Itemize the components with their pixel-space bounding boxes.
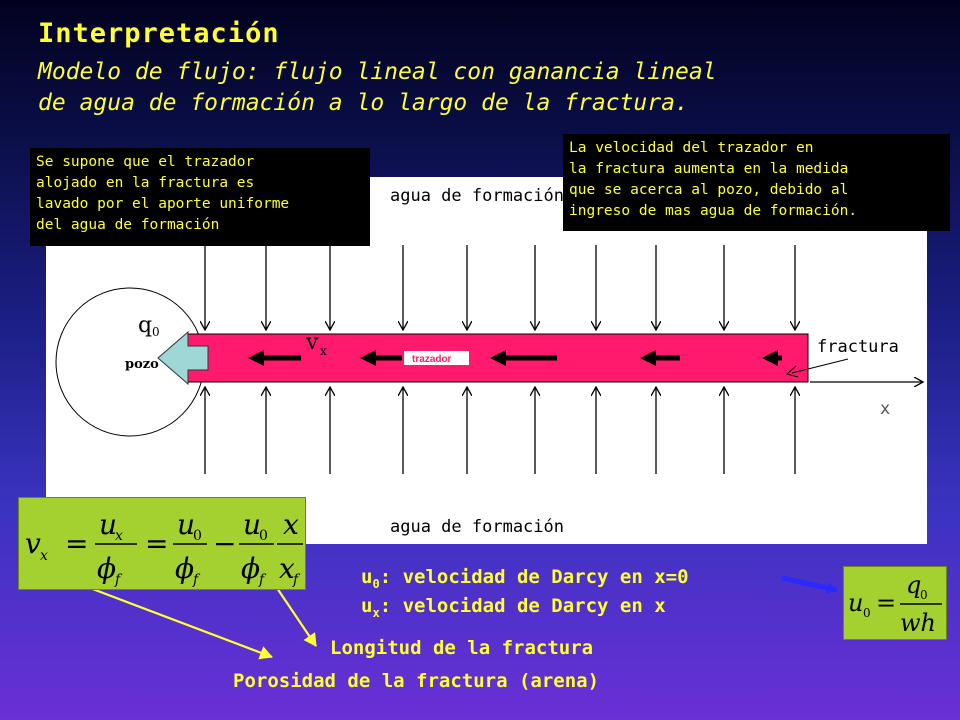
svg-text:f: f [192,572,201,588]
inflow-arrows-top [205,245,795,329]
svg-text:0: 0 [193,528,202,544]
svg-text:ϕ: ϕ [241,552,260,585]
tracer-box [404,351,469,365]
u0-symbol: u [361,566,373,588]
svg-text:u: u [243,508,261,541]
fracture-pointer-line [791,358,849,374]
velocity-arrow-head [360,350,376,366]
u0-subscript: 0 [372,576,380,591]
note-right-line: La velocidad del trazador en [569,140,814,156]
svg-text:−: − [213,527,236,560]
svg-text:ϕ: ϕ [175,552,194,585]
velocity-equation-svg: v x = ux ϕf = u0 ϕf − u0 ϕf x xf [25,508,303,588]
note-left-line: Se supone que el trazador [36,154,255,170]
svg-text:f: f [258,572,267,588]
svg-text:=: = [65,527,88,560]
note-right-line: ingreso de mas agua de formación. [569,203,858,219]
bottom-water-label: agua de formación [390,517,564,537]
well-outflow-arrow [157,330,209,386]
note-left-line: lavado por el aporte uniforme [36,196,290,212]
q0-label: q [138,313,152,338]
top-water-label: agua de formación [390,186,564,206]
svg-text:f: f [114,572,123,588]
velocity-arrow-head [640,350,656,366]
ux-definition-text: : velocidad de Darcy en x [379,595,666,617]
svg-text:x: x [279,552,295,585]
u0-definition: u0: velocidad de Darcy en x=0 [361,566,689,591]
svg-text:u: u [177,508,195,541]
svg-text:ϕ: ϕ [97,552,116,585]
svg-text:v: v [25,527,41,560]
q0-subscript: 0 [152,325,160,339]
vx-label: v [305,330,319,355]
length-pointer [276,587,317,647]
subtitle-line-1: Modelo de flujo: flujo lineal con gananc… [38,59,717,85]
fracture-velocity-arrows [248,350,782,366]
svg-text:x: x [115,528,123,544]
svg-text:q: q [906,571,921,599]
velocity-arrow-head [248,350,264,366]
note-right-line: que se acerca al pozo, debido al [569,182,849,198]
svg-text:=: = [876,589,896,617]
svg-text:wh: wh [900,609,936,637]
fracture-label: fractura [817,337,899,357]
inflow-arrows-bottom [205,388,795,474]
tracer-label: trazador [412,354,452,365]
svg-text:=: = [145,527,168,560]
velocity-arrow-head [490,350,506,366]
svg-text:0: 0 [863,606,871,620]
svg-text:0: 0 [920,588,928,602]
note-tracer-washed: Se supone que el trazador alojado en la … [30,148,370,246]
note-left-line: alojado en la fractura es [36,175,255,191]
x-axis-label: x [880,399,890,419]
fracture-pointer-head [785,365,799,378]
well-label: pozo [125,357,159,372]
svg-text:0: 0 [259,528,268,544]
slide-subtitle: Modelo de flujo: flujo lineal con gananc… [38,57,938,119]
u0-pointer [781,575,838,594]
vx-subscript: x [320,344,327,358]
slide-title: Interpretación [38,18,280,49]
svg-text:u: u [99,508,117,541]
porosity-pointer [89,586,273,660]
svg-text:u: u [848,589,863,617]
ux-definition: ux: velocidad de Darcy en x [361,595,666,620]
note-left-line: del agua de formación [36,217,220,233]
note-right-line: la fractura aumenta en la medida [569,161,849,177]
note-velocity-increase: La velocidad del trazador en la fractura… [563,134,950,231]
subtitle-line-2: de agua de formación a lo largo de la fr… [38,90,689,116]
u0-definition-text: : velocidad de Darcy en x=0 [379,566,689,588]
velocity-arrow-head [762,350,778,366]
svg-text:f: f [292,572,301,588]
fracture-porosity-label: Porosidad de la fractura (arena) [233,670,600,692]
ux-subscript: x [372,605,380,620]
svg-text:x: x [283,508,299,541]
ux-symbol: u [361,595,373,617]
svg-text:x: x [40,548,48,564]
fracture-length-label: Longitud de la fractura [330,637,594,659]
